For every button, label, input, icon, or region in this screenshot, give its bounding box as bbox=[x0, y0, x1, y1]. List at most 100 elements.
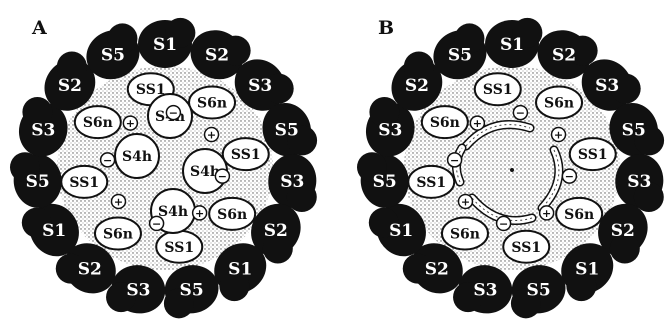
outer-subunit: S3 bbox=[106, 265, 166, 314]
s6n-subunit: S6n bbox=[93, 216, 142, 251]
outer-subunit-lobe bbox=[510, 288, 541, 319]
outer-subunit-lobe bbox=[634, 125, 665, 156]
charge-circle bbox=[538, 205, 555, 221]
outer-subunit-label: S3 bbox=[280, 172, 304, 192]
ss1-label: SS1 bbox=[483, 82, 513, 98]
s6n-subunit: S6n bbox=[420, 105, 469, 140]
center-pore-dot bbox=[510, 168, 514, 172]
outer-subunit-label: S2 bbox=[611, 221, 635, 241]
outer-subunit-label: S1 bbox=[575, 259, 599, 279]
outer-subunit-lobe bbox=[56, 51, 87, 82]
charge-marker: − bbox=[214, 168, 231, 184]
outer-subunit: S2 bbox=[598, 203, 648, 264]
outer-subunit-label: S2 bbox=[264, 221, 288, 241]
outer-subunit-lobe bbox=[357, 152, 388, 183]
outer-subunit-label: S3 bbox=[248, 76, 272, 96]
charge-marker: + bbox=[538, 205, 555, 221]
panel-b-central-helices bbox=[452, 120, 564, 225]
outer-subunit: S1 bbox=[138, 17, 196, 68]
outer-subunit-lobe bbox=[106, 282, 137, 313]
outer-subunit-label: S2 bbox=[405, 76, 429, 96]
outer-subunit: S3 bbox=[581, 59, 641, 111]
outer-subunit: S3 bbox=[365, 97, 415, 157]
outer-subunit: S5 bbox=[163, 265, 219, 319]
outer-subunit-lobe bbox=[286, 181, 317, 212]
outer-subunit-label: S3 bbox=[627, 172, 651, 192]
charge-circle bbox=[165, 104, 182, 121]
outer-subunit-lobe bbox=[219, 271, 250, 302]
outer-subunit-lobe bbox=[21, 207, 52, 238]
ss1-label: SS1 bbox=[511, 240, 541, 256]
central-helix-detail bbox=[541, 149, 560, 209]
outer-subunit-label: S3 bbox=[31, 121, 55, 141]
s6n-label: S6n bbox=[544, 95, 574, 111]
minus-sign: − bbox=[103, 154, 112, 167]
outer-subunit-label: S5 bbox=[622, 121, 646, 141]
charge-circle bbox=[191, 205, 208, 221]
charge-marker: − bbox=[99, 152, 116, 168]
plus-sign: + bbox=[207, 129, 216, 142]
outer-subunit: S1 bbox=[485, 17, 543, 68]
s6n-shape bbox=[73, 105, 122, 140]
charge-circle bbox=[99, 152, 116, 168]
s4h-subunit: S4h bbox=[182, 148, 228, 194]
charge-marker: + bbox=[457, 193, 474, 210]
outer-subunit-label: S5 bbox=[373, 172, 397, 192]
outer-subunit-lobe bbox=[165, 17, 196, 48]
s6n-subunit: S6n bbox=[440, 216, 489, 251]
charge-marker: − bbox=[446, 152, 463, 168]
s6n-shape bbox=[535, 85, 584, 120]
minus-sign: − bbox=[565, 170, 574, 183]
panel-a-charges: −+−+−+−+ bbox=[99, 104, 231, 232]
s6n-subunit: S6n bbox=[208, 196, 257, 231]
s6n-subunit: S6n bbox=[555, 196, 604, 231]
outer-subunit: S5 bbox=[262, 102, 318, 157]
outer-subunit: S3 bbox=[268, 153, 317, 212]
minus-sign: − bbox=[450, 154, 459, 167]
outer-subunit-lobe bbox=[287, 125, 318, 156]
s6n-shape bbox=[440, 216, 489, 251]
outer-subunit: S2 bbox=[190, 30, 251, 80]
outer-subunit: S1 bbox=[561, 243, 614, 302]
outer-subunit-lobe bbox=[403, 51, 434, 82]
outer-subunit-label: S2 bbox=[58, 76, 82, 96]
outer-subunit-label: S5 bbox=[101, 46, 125, 66]
ss1-label: SS1 bbox=[416, 175, 446, 191]
outer-subunit-lobe bbox=[107, 23, 138, 54]
s6n-subunit: S6n bbox=[73, 105, 122, 140]
ss1-label: SS1 bbox=[136, 82, 166, 98]
minus-sign: − bbox=[152, 217, 161, 230]
ss1-subunit: SS1 bbox=[568, 137, 617, 172]
ss1-label: SS1 bbox=[578, 147, 608, 163]
panel-a-label: A bbox=[31, 17, 47, 39]
s6n-label: S6n bbox=[450, 227, 480, 243]
outer-subunit-lobe bbox=[163, 288, 194, 319]
outer-subunit-lobe bbox=[220, 35, 251, 66]
charge-marker: + bbox=[550, 126, 567, 143]
outer-subunit: S5 bbox=[510, 265, 566, 319]
outer-subunit-lobe bbox=[10, 152, 41, 183]
s6n-label: S6n bbox=[430, 115, 460, 131]
outer-subunit-lobe bbox=[454, 23, 485, 54]
outer-subunit-lobe bbox=[263, 73, 294, 104]
outer-subunit-label: S5 bbox=[275, 121, 299, 141]
ss1-label: SS1 bbox=[231, 147, 261, 163]
ss1-label: SS1 bbox=[164, 240, 194, 256]
s6n-label: S6n bbox=[103, 227, 133, 243]
charge-circle bbox=[148, 215, 165, 232]
plus-sign: + bbox=[195, 207, 204, 220]
outer-subunit-label: S2 bbox=[425, 259, 449, 279]
outer-subunit: S2 bbox=[55, 243, 116, 294]
panel-b-label: B bbox=[378, 17, 394, 39]
outer-subunit: S5 bbox=[10, 152, 62, 208]
outer-subunit-label: S3 bbox=[126, 280, 150, 300]
outer-subunit-lobe bbox=[566, 271, 597, 302]
minus-sign: − bbox=[218, 170, 227, 183]
minus-sign: − bbox=[516, 107, 525, 120]
outer-subunit: S5 bbox=[609, 102, 665, 157]
charge-marker: + bbox=[469, 115, 486, 131]
s6n-shape bbox=[208, 196, 257, 231]
